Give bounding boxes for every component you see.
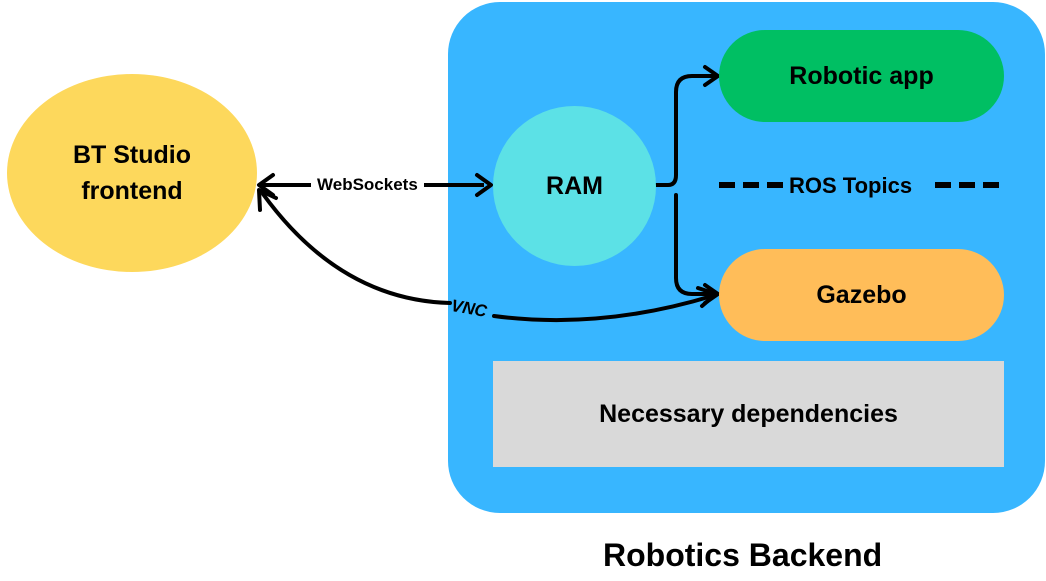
robotic-app-label: Robotic app bbox=[789, 61, 934, 90]
gazebo-label: Gazebo bbox=[816, 280, 907, 309]
websockets-arrowhead-left bbox=[257, 173, 275, 197]
websockets-label: WebSockets bbox=[311, 174, 424, 196]
vnc-connector bbox=[261, 192, 714, 323]
necessary-dependencies-node: Necessary dependencies bbox=[493, 361, 1004, 467]
bt-studio-frontend-node: BT Studio frontend bbox=[7, 74, 257, 272]
ram-label: RAM bbox=[546, 171, 603, 200]
vnc-arrowhead-frontend bbox=[257, 188, 278, 212]
bt-studio-frontend-label: BT Studio frontend bbox=[72, 141, 192, 205]
robotics-backend-title: Robotics Backend bbox=[603, 537, 883, 573]
necessary-dependencies-label: Necessary dependencies bbox=[599, 399, 898, 428]
vnc-arrowhead-gazebo bbox=[696, 286, 718, 308]
ram-node: RAM bbox=[493, 106, 656, 266]
ros-topics-label: ROS Topics bbox=[789, 173, 913, 198]
websockets-arrowhead-right bbox=[475, 173, 493, 197]
robotic-app-node: Robotic app bbox=[719, 30, 1004, 122]
robotic-app-arrowhead bbox=[703, 65, 720, 87]
gazebo-node: Gazebo bbox=[719, 249, 1004, 341]
ram-branch-connector bbox=[654, 74, 715, 296]
